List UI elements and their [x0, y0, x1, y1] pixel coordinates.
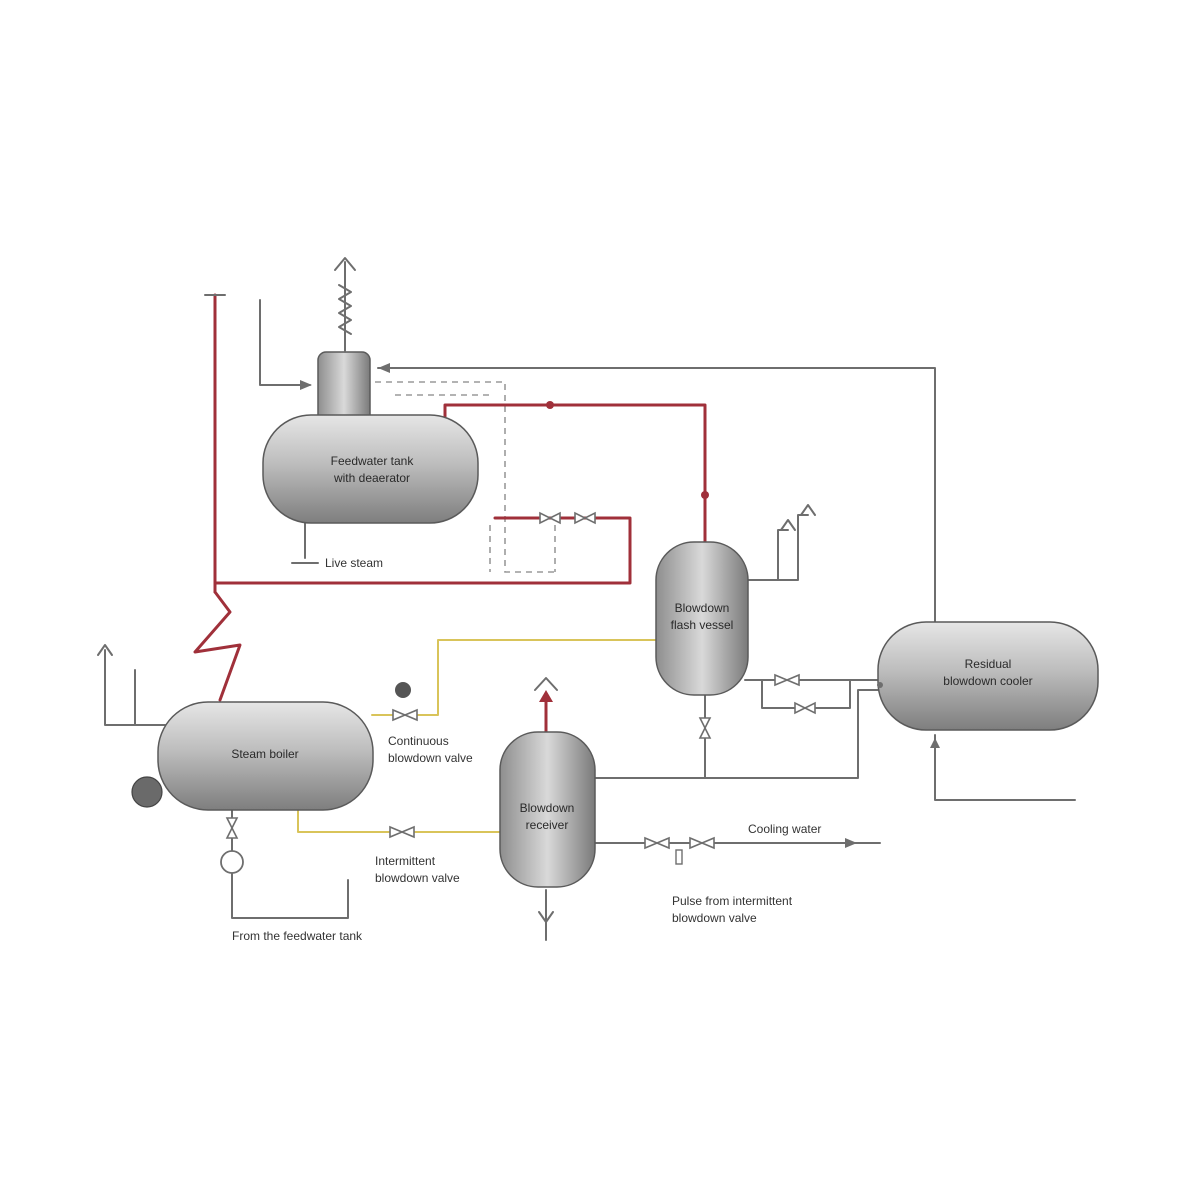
- cooler-outlet-return: [934, 734, 1076, 801]
- cooling-valve-a: [644, 836, 670, 850]
- intermittent-valve-label-2: blowdown valve: [375, 871, 460, 885]
- feed-valve: [225, 817, 239, 839]
- feedwater-tank-vessel: Feedwater tank with deaerator: [262, 351, 479, 524]
- flash-vent-left: [777, 529, 789, 581]
- flash-vessel-label-2: flash vessel: [671, 618, 734, 632]
- cooling-water-label: Cooling water: [748, 822, 821, 836]
- steam-zigzag: [193, 590, 242, 702]
- deaerator-inlet: [259, 299, 311, 386]
- blowdown-receiver-body: [499, 731, 596, 888]
- cooler-return-arrowhead: [930, 738, 940, 748]
- boiler-vent-icon: [97, 644, 113, 656]
- feedwater-tank-label-1: Feedwater tank: [331, 454, 415, 468]
- blowdown-receiver-vessel: Blowdown receiver: [499, 731, 596, 888]
- receiver-drain-icon: [538, 911, 554, 923]
- valve-icon: [225, 511, 816, 850]
- flash-vessel-label-1: Blowdown: [675, 601, 730, 615]
- flash-outlet-valve: [774, 673, 800, 687]
- return-to-deaerator: [377, 367, 936, 626]
- steam-junction-dot: [546, 401, 554, 409]
- control-dash-top: [375, 381, 555, 573]
- receiver-vent-arrow-icon: [534, 677, 558, 691]
- boiler-vent: [104, 649, 166, 726]
- receiver-vent-arrowhead: [539, 690, 553, 702]
- flash-vessel: Blowdown flash vessel: [655, 541, 749, 696]
- steam-boiler-label: Steam boiler: [231, 747, 298, 761]
- steam-boiler-vessel: Steam boiler: [131, 701, 374, 811]
- vent-arrow-icon: [334, 257, 356, 353]
- deaerator-inlet-arrowhead: [300, 380, 312, 390]
- blowdown-receiver-label-2: receiver: [526, 818, 569, 832]
- pulse-label-2: blowdown valve: [672, 911, 757, 925]
- bypass-valve: [794, 701, 816, 715]
- residual-cooler-vessel: Residual blowdown cooler: [877, 621, 1099, 731]
- steam-boiler-body: [157, 701, 374, 811]
- burner-icon: [131, 776, 163, 808]
- continuous-valve: [392, 708, 418, 722]
- blowdown-receiver-label-1: Blowdown: [520, 801, 575, 815]
- residual-cooler-body: [877, 621, 1099, 731]
- feedwater-tank-body: [262, 414, 479, 524]
- controller-icon: [395, 682, 411, 698]
- flash-vent-icon: [780, 504, 816, 531]
- feedwater-to-boiler: [231, 809, 349, 919]
- receiver-to-cooler: [594, 689, 881, 779]
- live-steam-label: Live steam: [325, 556, 383, 570]
- intermittent-valve: [389, 825, 415, 839]
- cooler-inlet-dot: [877, 682, 883, 688]
- flash-drain-valve: [698, 717, 712, 739]
- flash-steam-to-deaerator: [443, 403, 707, 547]
- pump-icon: [220, 850, 244, 874]
- flash-vent-right: [744, 514, 809, 581]
- continuous-blowdown-line: [371, 639, 661, 716]
- feedwater-tank-label-2: with deaerator: [333, 471, 410, 485]
- residual-cooler-label-2: blowdown cooler: [943, 674, 1032, 688]
- deaerator-valve-b: [574, 511, 596, 525]
- flash-vessel-body: [655, 541, 749, 696]
- from-feedwater-label: From the feedwater tank: [232, 929, 363, 943]
- pulse-label-1: Pulse from intermittent: [672, 894, 793, 908]
- continuous-valve-label-2: blowdown valve: [388, 751, 473, 765]
- residual-cooler-label-1: Residual: [965, 657, 1012, 671]
- annotations: Live steam Continuous blowdown valve Int…: [232, 556, 821, 943]
- intermittent-blowdown-line: [297, 807, 501, 833]
- steam-lines: [193, 293, 709, 737]
- intermittent-valve-label-1: Intermittent: [375, 854, 436, 868]
- cooling-water-arrowhead: [845, 838, 857, 848]
- deaerator-valve-a: [539, 511, 561, 525]
- steam-junction-dot-2: [701, 491, 709, 499]
- return-arrowhead: [378, 363, 390, 373]
- control-signal-lines: [375, 381, 556, 573]
- pulse-actuator-icon: [675, 849, 683, 865]
- water-lines: [104, 299, 1076, 941]
- continuous-valve-label-1: Continuous: [388, 734, 449, 748]
- cooling-valve-b: [689, 836, 715, 850]
- steam-loop-right: [213, 516, 632, 585]
